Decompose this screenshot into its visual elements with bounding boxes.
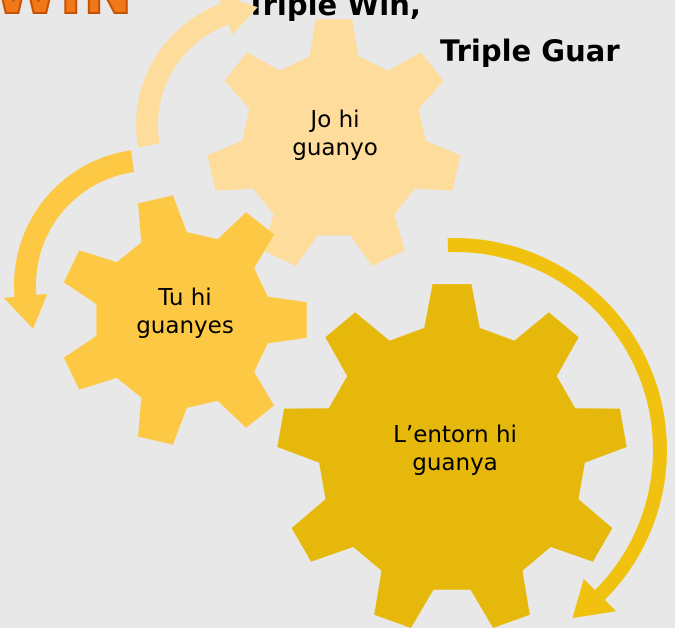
gear-label-left: Tu hi guanyes [100, 284, 270, 340]
gear-top [207, 19, 461, 267]
gear-label-left-line2: guanyes [136, 313, 234, 340]
logo-fragment: WIN [0, 0, 134, 23]
gear-label-top-line2: guanyo [292, 135, 378, 162]
gear-label-top-line1: Jo hi [310, 107, 360, 133]
gear-label-left-line1: Tu hi [158, 285, 212, 311]
title-line-1: Triple Win, [246, 0, 421, 22]
cycle-arrow-top [136, 0, 258, 148]
gear-left [63, 195, 307, 445]
gear-label-big-line2: guanya [412, 450, 498, 477]
gear-label-top: Jo hi guanyo [250, 106, 420, 162]
title-line-2: Triple Guar [440, 34, 620, 68]
gear-label-big: L’entorn hi guanya [360, 421, 550, 477]
cycle-arrow-left [3, 150, 135, 329]
gear-big [277, 284, 627, 628]
gear-label-big-line1: L’entorn hi [393, 422, 517, 448]
